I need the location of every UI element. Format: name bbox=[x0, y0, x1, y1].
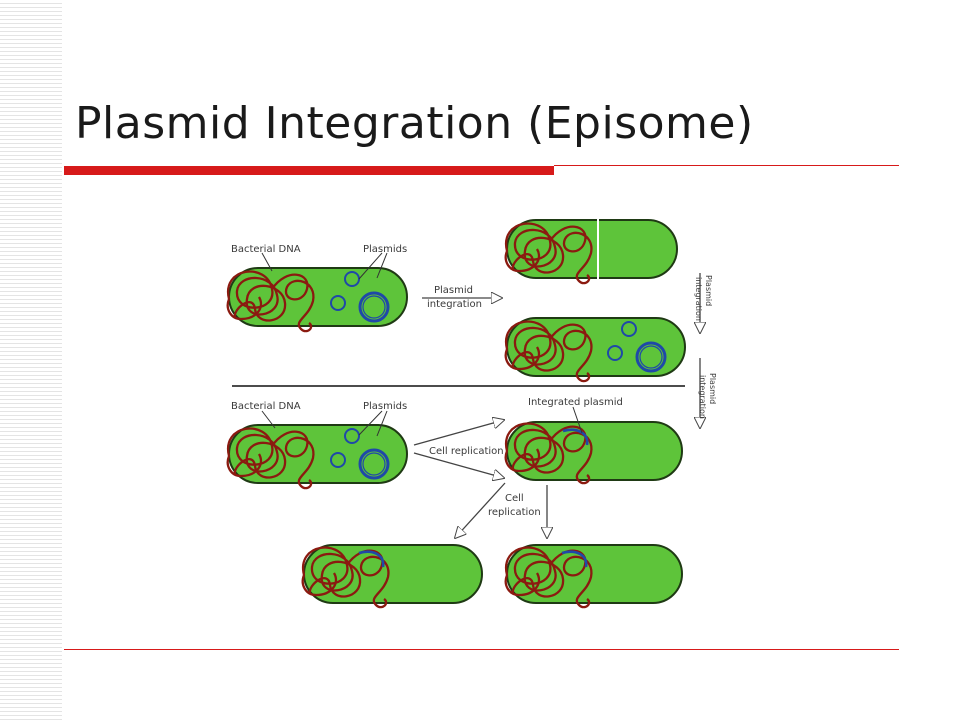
cell-top-right bbox=[504, 217, 678, 285]
integrated-plasmid-segment bbox=[358, 550, 385, 568]
footer-rule-line bbox=[64, 649, 899, 650]
label-vertical-integration-bottom-2: integration bbox=[698, 375, 707, 419]
arrow-cell-replication-down bbox=[413, 452, 504, 478]
label-bacterial-dna-bottom: Bacterial DNA bbox=[231, 401, 301, 412]
integrated-plasmid-segment bbox=[562, 428, 589, 446]
arrow-replication-to-bottom-left bbox=[455, 482, 506, 538]
label-leader bbox=[572, 406, 583, 434]
label-bacterial-dna-top: Bacterial DNA bbox=[231, 244, 301, 255]
arrow-cell-replication-up bbox=[413, 420, 504, 446]
daughter-cell-right bbox=[504, 544, 683, 609]
label-plasmids-bottom: Plasmids bbox=[363, 401, 407, 412]
label-cell-replication-2: replication bbox=[488, 507, 541, 518]
label-plasmids-top: Plasmids bbox=[363, 244, 407, 255]
cell-bottom-left bbox=[226, 424, 408, 490]
label-plasmid-integration-1: Plasmid bbox=[434, 285, 473, 296]
label-leader bbox=[261, 410, 276, 429]
label-integrated-plasmid: Integrated plasmid bbox=[528, 397, 623, 408]
label-leader bbox=[358, 252, 383, 280]
label-vertical-integration-bottom-1: Plasmid bbox=[708, 373, 717, 404]
cell-top-left bbox=[226, 267, 408, 333]
cell-middle-right bbox=[504, 317, 686, 383]
label-leader bbox=[376, 410, 388, 437]
label-plasmid-integration-2: integration bbox=[427, 299, 482, 310]
title-rule-line bbox=[554, 165, 899, 166]
label-cell-replication-horizontal: Cell replication bbox=[429, 446, 504, 457]
label-leader bbox=[261, 252, 273, 272]
label-cell-replication-1: Cell bbox=[505, 493, 524, 504]
label-leader bbox=[376, 252, 388, 279]
label-vertical-integration-top-1: Plasmid bbox=[704, 275, 713, 306]
title-accent-bar bbox=[64, 166, 554, 175]
daughter-cell-left bbox=[301, 544, 483, 609]
cell-integrated-plasmid bbox=[504, 421, 683, 485]
slide-title: Plasmid Integration (Episome) bbox=[75, 98, 754, 149]
plasmid-integration-diagram: Bacterial DNA Plasmids Plasmid integrati… bbox=[217, 183, 741, 630]
label-leader bbox=[358, 410, 383, 436]
label-vertical-integration-top-2: integration bbox=[694, 277, 703, 321]
integrated-plasmid-segment bbox=[561, 550, 588, 568]
